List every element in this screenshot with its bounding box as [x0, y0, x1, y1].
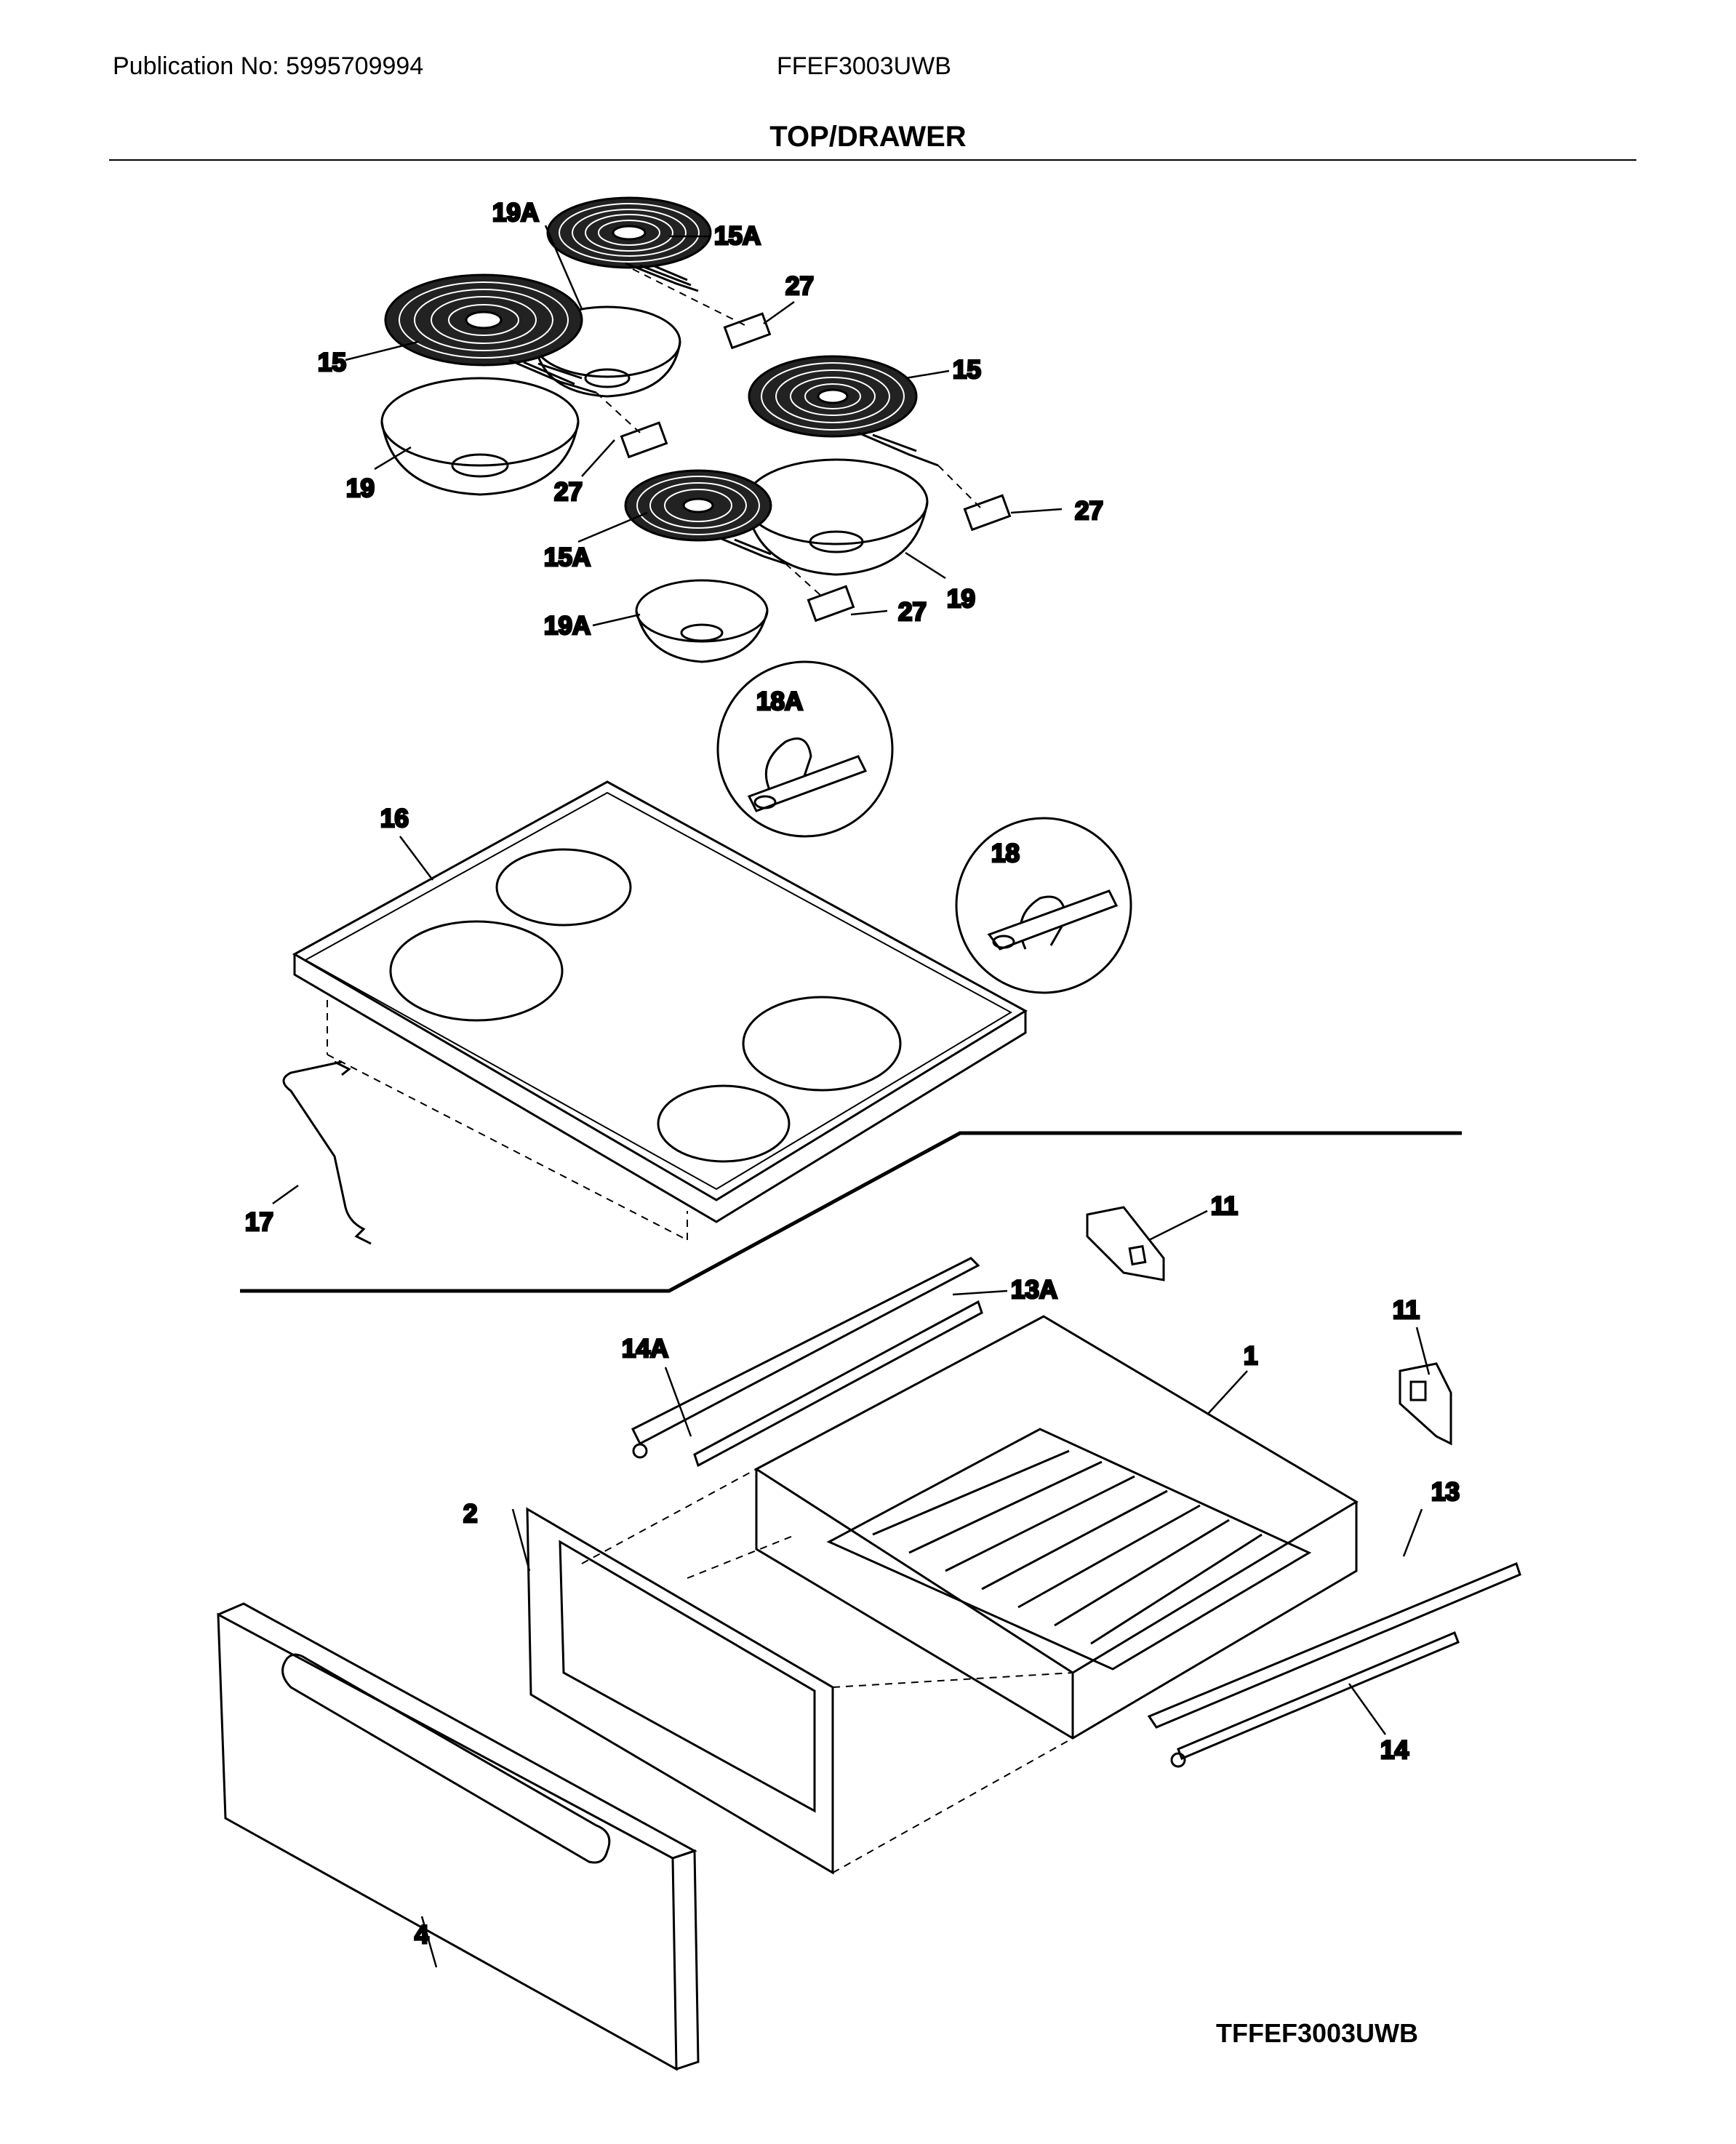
- top-dashed-outline: [327, 1000, 688, 1241]
- callout-4: 4: [415, 1921, 429, 1949]
- surface-element-small-rear: [546, 196, 712, 292]
- callout-15-left: 15: [318, 348, 346, 377]
- bracket-detail-18a: [716, 660, 894, 838]
- callout-15a-front: 15A: [544, 543, 591, 572]
- drawer-bracket-upper: [1086, 1206, 1165, 1281]
- top-hinge-rod: [282, 1060, 372, 1245]
- callout-14: 14: [1380, 1736, 1409, 1764]
- callout-19a-rear: 19A: [492, 199, 539, 227]
- callout-27-left: 27: [554, 478, 583, 506]
- callout-19-right: 19: [947, 585, 975, 613]
- callout-2: 2: [463, 1500, 477, 1528]
- callout-27-front: 27: [898, 598, 927, 626]
- callout-18: 18: [991, 839, 1020, 868]
- drawer-front-panel: [217, 1602, 700, 2071]
- main-top: [292, 780, 1028, 1223]
- callout-15a-rear: 15A: [714, 222, 761, 250]
- callout-17: 17: [245, 1208, 273, 1236]
- surface-element-large-left: [384, 273, 597, 394]
- callout-1: 1: [1244, 1342, 1257, 1370]
- bracket-detail-18: [955, 817, 1132, 994]
- callout-11-upper: 11: [1211, 1192, 1238, 1220]
- surface-element-large-right: [748, 355, 939, 467]
- drip-pan-small-front: [635, 579, 769, 663]
- drawer-slide-right: [1147, 1561, 1521, 1768]
- drawer-slide-left: [631, 1257, 983, 1468]
- callout-15-right: 15: [953, 356, 981, 384]
- callout-19-left: 19: [346, 474, 375, 503]
- drip-pan-large-right: [744, 458, 929, 576]
- callout-13: 13: [1431, 1478, 1460, 1506]
- callout-18a: 18A: [756, 687, 803, 716]
- callout-11-side: 11: [1393, 1296, 1420, 1324]
- leader-lines: [272, 225, 1431, 1968]
- surface-element-small-front: [624, 469, 786, 565]
- diagram-id: TFFEF3003UWB: [1216, 2018, 1419, 2048]
- section-divider: [240, 1131, 1462, 1293]
- callout-14a: 14A: [622, 1335, 668, 1363]
- callout-27-rear: 27: [785, 272, 814, 300]
- drawer-dashed-lines: [581, 1468, 1073, 1873]
- callout-19a-front: 19A: [544, 612, 591, 640]
- callout-13a: 13A: [1011, 1276, 1057, 1304]
- drawer-bracket-side: [1399, 1362, 1452, 1446]
- publication-number: Publication No: 5995709994: [113, 52, 424, 80]
- callout-16: 16: [380, 804, 409, 833]
- receptacle-block: [620, 312, 1012, 623]
- model-number: FFEF3003UWB: [777, 52, 951, 80]
- header-rule: [109, 159, 1636, 161]
- section-title: TOP/DRAWER: [769, 121, 967, 153]
- alignment-lines: [596, 268, 983, 597]
- drip-pan-large-left: [380, 377, 580, 496]
- callout-27-right: 27: [1075, 497, 1103, 525]
